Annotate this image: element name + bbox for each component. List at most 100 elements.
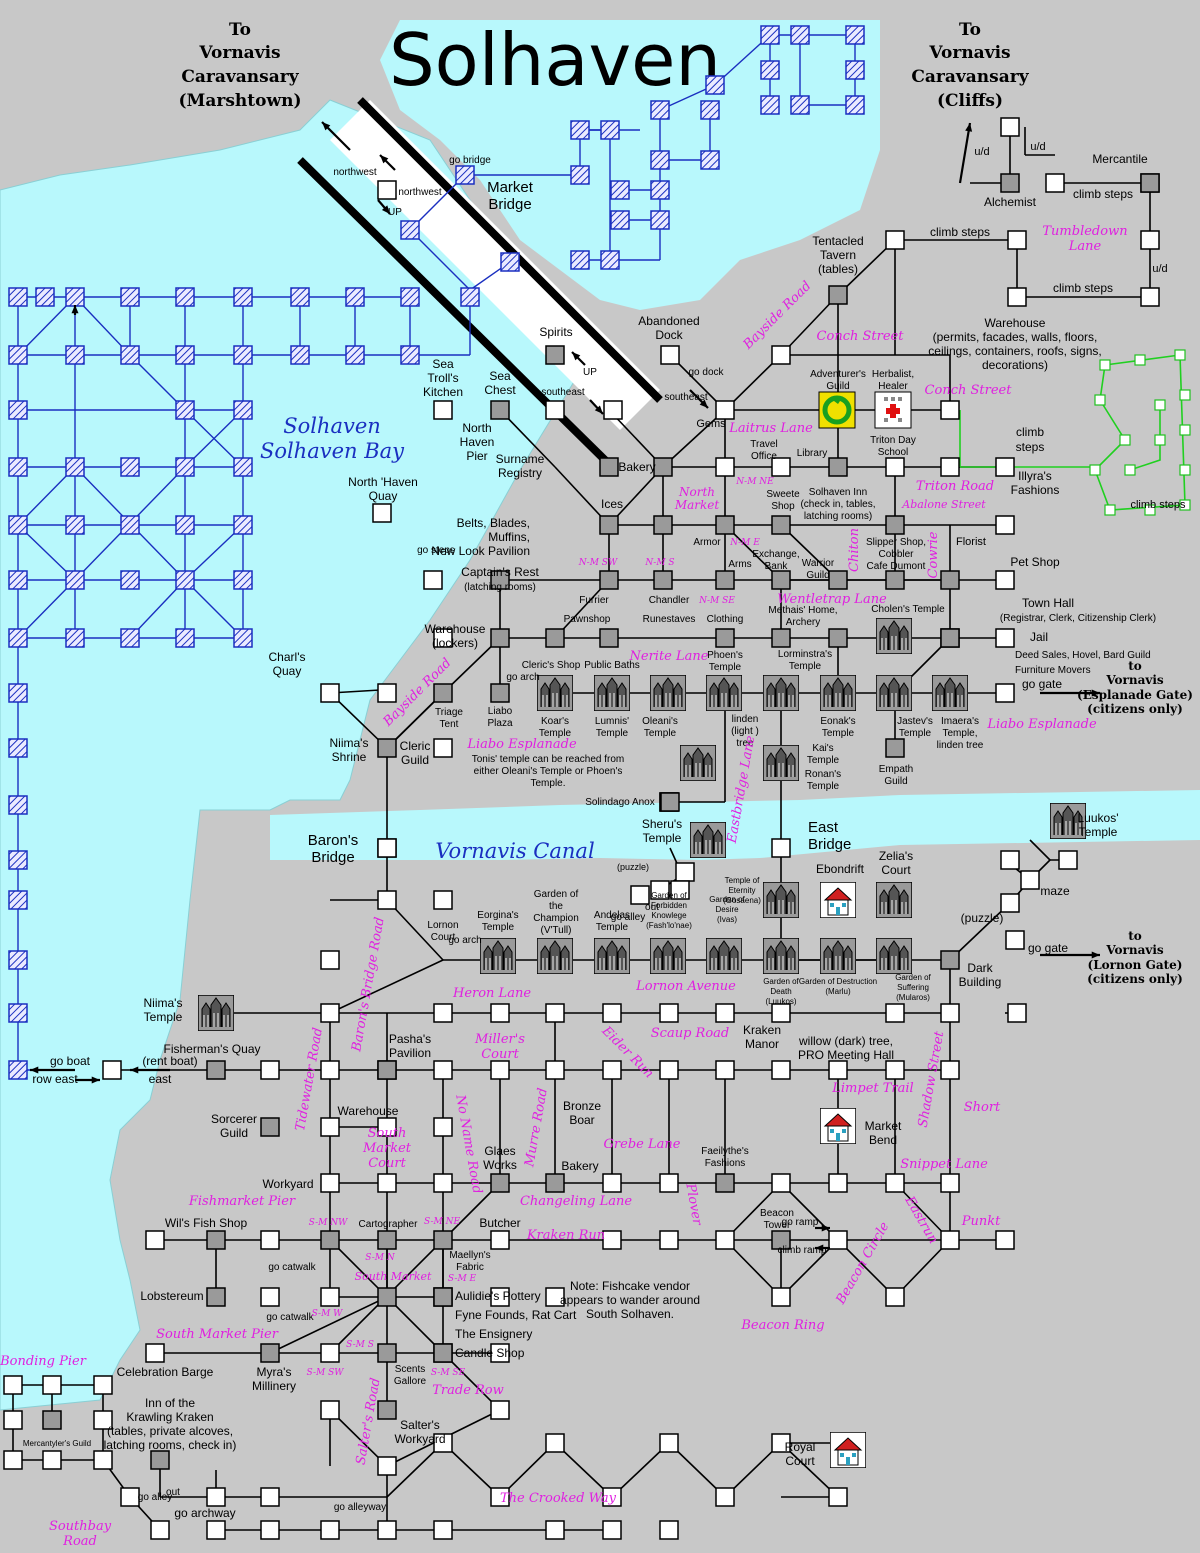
room-node[interactable] — [1007, 230, 1027, 250]
room-node[interactable] — [771, 345, 791, 365]
room-node[interactable] — [8, 570, 28, 590]
room-node[interactable] — [885, 738, 905, 758]
room-node[interactable] — [1058, 850, 1078, 870]
room-node[interactable] — [603, 400, 623, 420]
temple-icon[interactable] — [820, 675, 856, 711]
room-node[interactable] — [206, 1060, 226, 1080]
room-node[interactable] — [570, 120, 590, 140]
temple-icon[interactable] — [594, 675, 630, 711]
room-node[interactable] — [260, 1230, 280, 1250]
room-node[interactable] — [93, 1450, 113, 1470]
room-node[interactable] — [650, 210, 670, 230]
room-node[interactable] — [433, 1343, 453, 1363]
room-node[interactable] — [145, 1343, 165, 1363]
room-node[interactable] — [1000, 850, 1020, 870]
room-node[interactable] — [653, 515, 673, 535]
guild-room-node[interactable] — [1144, 504, 1156, 516]
room-node[interactable] — [345, 287, 365, 307]
room-node[interactable] — [599, 515, 619, 535]
room-node[interactable] — [8, 1003, 28, 1023]
room-node[interactable] — [600, 250, 620, 270]
guild-room-node[interactable] — [1154, 399, 1166, 411]
market-bend-house-icon[interactable] — [820, 1108, 856, 1144]
temple-icon[interactable] — [763, 675, 799, 711]
room-node[interactable] — [8, 795, 28, 815]
room-node[interactable] — [433, 1433, 453, 1453]
room-node[interactable] — [602, 1003, 622, 1023]
room-node[interactable] — [715, 457, 735, 477]
room-node[interactable] — [120, 345, 140, 365]
room-node[interactable] — [995, 457, 1015, 477]
room-node[interactable] — [120, 570, 140, 590]
room-node[interactable] — [771, 1433, 791, 1453]
temple-icon[interactable] — [480, 938, 516, 974]
room-node[interactable] — [1140, 287, 1160, 307]
room-node[interactable] — [377, 1230, 397, 1250]
room-node[interactable] — [320, 1173, 340, 1193]
room-node[interactable] — [175, 287, 195, 307]
room-node[interactable] — [940, 570, 960, 590]
room-node[interactable] — [545, 1433, 565, 1453]
room-node[interactable] — [885, 1003, 905, 1023]
room-node[interactable] — [42, 1410, 62, 1430]
room-node[interactable] — [995, 628, 1015, 648]
room-node[interactable] — [400, 345, 420, 365]
room-node[interactable] — [771, 570, 791, 590]
room-node[interactable] — [545, 1287, 565, 1307]
room-node[interactable] — [653, 457, 673, 477]
room-node[interactable] — [433, 1287, 453, 1307]
room-node[interactable] — [65, 345, 85, 365]
room-node[interactable] — [8, 850, 28, 870]
room-node[interactable] — [345, 345, 365, 365]
guild-room-node[interactable] — [1099, 359, 1111, 371]
room-node[interactable] — [65, 457, 85, 477]
room-node[interactable] — [760, 25, 780, 45]
room-node[interactable] — [771, 1003, 791, 1023]
room-node[interactable] — [320, 1287, 340, 1307]
room-node[interactable] — [650, 100, 670, 120]
room-node[interactable] — [1007, 1003, 1027, 1023]
room-node[interactable] — [602, 1173, 622, 1193]
room-node[interactable] — [1007, 287, 1027, 307]
room-node[interactable] — [771, 1287, 791, 1307]
temple-icon[interactable] — [706, 938, 742, 974]
guild-room-node[interactable] — [1134, 354, 1146, 366]
royal-court-house-icon[interactable] — [830, 1432, 866, 1468]
room-node[interactable] — [570, 165, 590, 185]
room-node[interactable] — [320, 1400, 340, 1420]
room-node[interactable] — [845, 95, 865, 115]
room-node[interactable] — [771, 515, 791, 535]
temple-icon[interactable] — [594, 938, 630, 974]
temple-icon[interactable] — [537, 938, 573, 974]
room-node[interactable] — [885, 230, 905, 250]
room-node[interactable] — [120, 457, 140, 477]
room-node[interactable] — [940, 1003, 960, 1023]
room-node[interactable] — [940, 1230, 960, 1250]
room-node[interactable] — [490, 1060, 510, 1080]
room-node[interactable] — [120, 1487, 140, 1507]
room-node[interactable] — [433, 1520, 453, 1540]
room-node[interactable] — [715, 1230, 735, 1250]
room-node[interactable] — [65, 515, 85, 535]
room-node[interactable] — [175, 457, 195, 477]
room-node[interactable] — [828, 628, 848, 648]
room-node[interactable] — [260, 1343, 280, 1363]
guild-room-node[interactable] — [1179, 499, 1191, 511]
room-node[interactable] — [233, 400, 253, 420]
room-node[interactable] — [760, 95, 780, 115]
room-node[interactable] — [602, 1060, 622, 1080]
room-node[interactable] — [940, 1173, 960, 1193]
room-node[interactable] — [771, 1173, 791, 1193]
temple-icon[interactable] — [706, 675, 742, 711]
room-node[interactable] — [828, 1487, 848, 1507]
room-node[interactable] — [233, 287, 253, 307]
room-node[interactable] — [490, 1400, 510, 1420]
room-node[interactable] — [771, 838, 791, 858]
room-node[interactable] — [433, 738, 453, 758]
room-node[interactable] — [400, 287, 420, 307]
temple-icon[interactable] — [198, 995, 234, 1031]
room-node[interactable] — [760, 60, 780, 80]
room-node[interactable] — [433, 890, 453, 910]
room-node[interactable] — [433, 1117, 453, 1137]
room-node[interactable] — [1000, 117, 1020, 137]
